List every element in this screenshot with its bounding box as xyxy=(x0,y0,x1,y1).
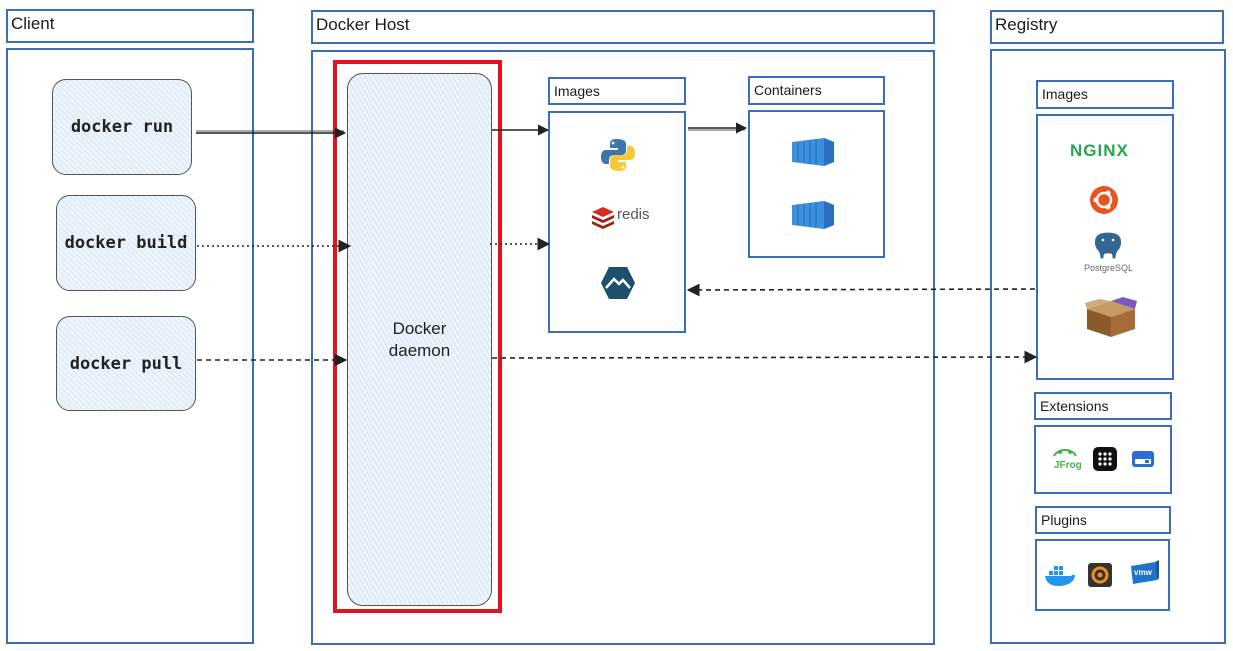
container-icon xyxy=(792,138,834,166)
jfrog-text: JFrog xyxy=(1054,460,1082,471)
registry-to-images-arrow xyxy=(686,283,1036,297)
grafana-icon xyxy=(1088,563,1112,587)
registry-images-title: Images xyxy=(1036,80,1174,109)
jfrog-icon xyxy=(1053,449,1077,457)
registry-title: Registry xyxy=(990,10,1224,44)
daemon-to-registry-arrow xyxy=(491,350,1038,364)
extension-grid-icon xyxy=(1093,447,1117,471)
ubuntu-icon xyxy=(1090,186,1118,214)
redis-icon xyxy=(592,207,614,229)
host-containers-panel xyxy=(748,110,885,258)
extensions-title: Extensions xyxy=(1034,392,1172,420)
host-containers-title: Containers xyxy=(748,76,885,105)
daemon-label-line2: daemon xyxy=(388,340,451,360)
nginx-logo: NGINX xyxy=(1070,141,1129,160)
postgresql-elephant-icon xyxy=(1093,231,1123,260)
docker-pull-command[interactable]: docker pull xyxy=(56,316,196,411)
alpine-icon xyxy=(601,267,635,299)
vmware-icon xyxy=(1131,560,1159,584)
docker-daemon[interactable]: Docker daemon xyxy=(347,73,492,606)
daemon-label-line1: Docker xyxy=(392,318,447,338)
container-icon xyxy=(792,201,834,229)
python-icon xyxy=(601,139,635,171)
docker-whale-icon xyxy=(1045,566,1075,586)
docker-build-command[interactable]: docker build xyxy=(56,195,196,291)
host-images-title: Images xyxy=(548,77,686,105)
redis-text: redis xyxy=(617,206,650,223)
daemon-highlight-frame xyxy=(333,60,502,613)
docker-run-command[interactable]: docker run xyxy=(52,79,192,175)
docker-host-title: Docker Host xyxy=(311,10,935,44)
client-title: Client xyxy=(6,9,254,43)
postgresql-text: PostgreSQL xyxy=(1084,263,1134,273)
plugins-title: Plugins xyxy=(1035,506,1171,534)
box-package-icon xyxy=(1085,297,1137,337)
disk-extension-icon xyxy=(1132,451,1154,467)
vmware-text: vmw xyxy=(1134,568,1152,577)
